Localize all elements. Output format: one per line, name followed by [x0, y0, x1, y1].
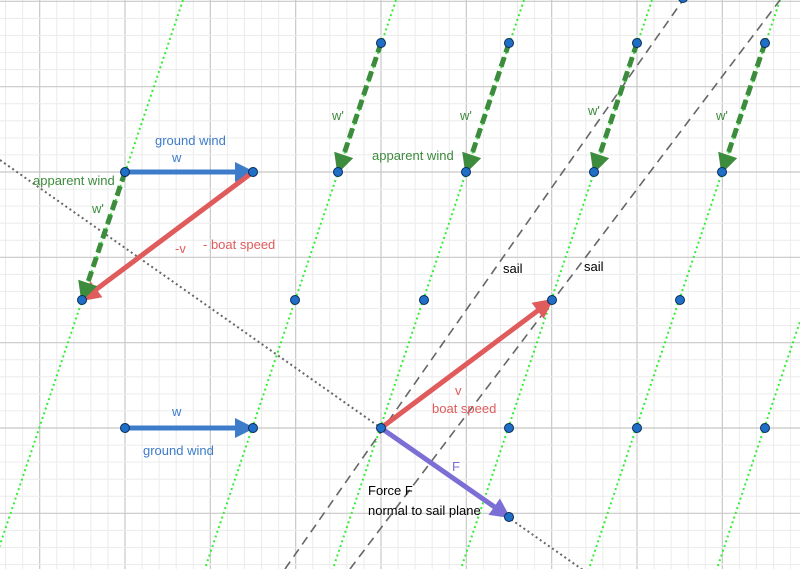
point — [632, 38, 642, 48]
w-prime-label: w' — [459, 108, 472, 123]
point — [419, 295, 429, 305]
ground-wind-label-top: ground wind — [155, 133, 226, 148]
minus-v-label: -v — [175, 241, 186, 256]
apparent-wind-vector — [334, 42, 384, 174]
labels: ground wind w -v - boat speed apparent w… — [33, 103, 728, 518]
point — [678, 0, 688, 3]
minus-boat-speed-vector — [80, 169, 255, 303]
apparent-wind-vector — [718, 42, 768, 174]
point — [333, 167, 343, 177]
sail-label: sail — [503, 261, 523, 276]
point — [717, 167, 727, 177]
apparent-wind-label: apparent wind — [372, 148, 454, 163]
w-label-bottom: w — [171, 404, 182, 419]
point — [760, 38, 770, 48]
point — [248, 423, 258, 433]
f-label: F — [452, 459, 460, 474]
sail-line — [349, 0, 781, 569]
vectors — [78, 42, 768, 520]
points — [77, 0, 770, 522]
w-label-top: w — [171, 150, 182, 165]
w-prime-label: w' — [715, 108, 728, 123]
apparent-wind-streamline — [715, 318, 800, 569]
apparent-wind-streamline — [587, 0, 781, 569]
ground-wind-label-bottom: ground wind — [143, 443, 214, 458]
point — [504, 38, 514, 48]
v-label: v — [455, 383, 462, 398]
sail-line — [284, 0, 684, 569]
apparent-wind-label-left: apparent wind — [33, 173, 115, 188]
w-prime-label: w' — [331, 108, 344, 123]
apparent-wind-streamline — [331, 0, 525, 569]
point — [760, 423, 770, 433]
point — [376, 423, 386, 433]
point — [376, 38, 386, 48]
apparent-wind-vector — [590, 42, 640, 174]
force-f-label: Force F — [368, 483, 413, 498]
point — [504, 423, 514, 433]
apparent-wind-vector-left — [78, 171, 128, 302]
point — [77, 295, 87, 305]
sail-normal-line — [0, 159, 584, 569]
point — [632, 423, 642, 433]
apparent-wind-streamline — [0, 0, 184, 548]
normal-to-sail-label: normal to sail plane — [368, 503, 481, 518]
minus-boat-speed-label: - boat speed — [203, 237, 275, 252]
w-prime-label: w' — [587, 103, 600, 118]
point — [248, 167, 258, 177]
point — [504, 512, 514, 522]
point — [547, 295, 557, 305]
boat-speed-label: boat speed — [432, 401, 496, 416]
apparent-wind-vector — [462, 42, 512, 174]
point — [589, 167, 599, 177]
boat-speed-vector — [379, 297, 554, 431]
sail-label: sail — [584, 259, 604, 274]
point — [120, 167, 130, 177]
point — [461, 167, 471, 177]
point — [290, 295, 300, 305]
w-prime-label-left: w' — [91, 201, 104, 216]
point — [120, 423, 130, 433]
point — [675, 295, 685, 305]
force-vector — [379, 425, 511, 520]
